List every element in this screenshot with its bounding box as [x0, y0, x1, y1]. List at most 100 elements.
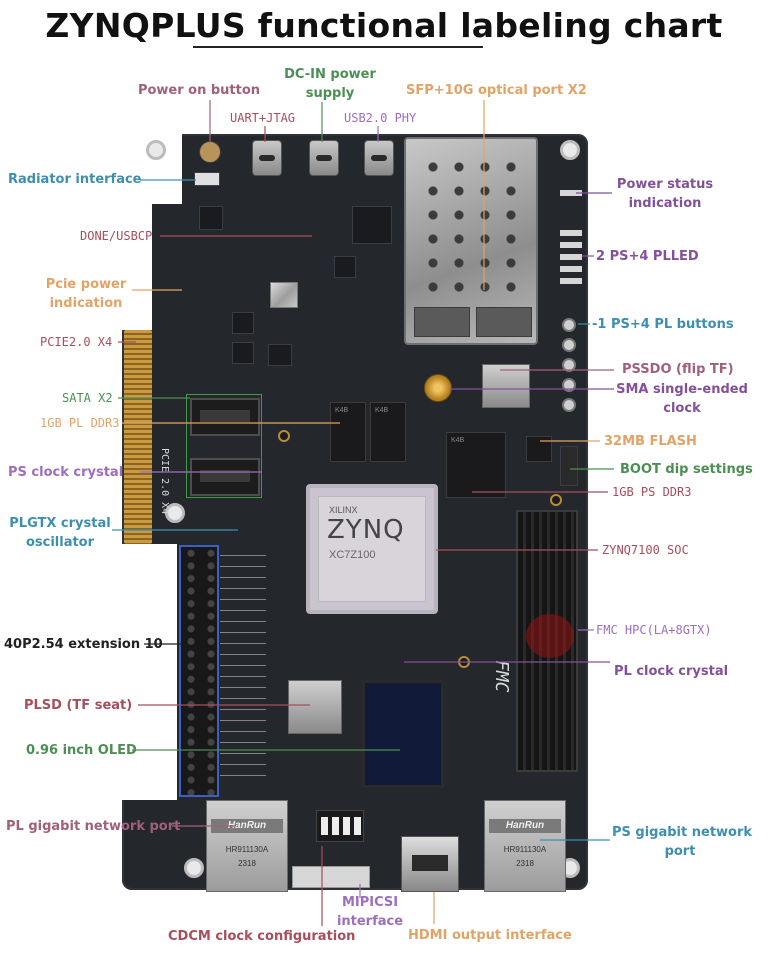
soc-brand: XILINX	[329, 505, 358, 515]
label-hdmi: HDMI output interface	[408, 928, 572, 943]
label-cdcm: CDCM clock configuration	[168, 929, 356, 944]
led	[560, 254, 582, 260]
label-pcie-x4: PCIE2.0 X4	[40, 335, 113, 349]
label-fmc-hpc: FMC HPC(LA+8GTX)	[596, 623, 712, 637]
uart-jtag-usbc-port	[252, 140, 282, 176]
led	[560, 278, 582, 284]
label-sfp: SFP+10G optical port X2	[406, 83, 587, 98]
rj45-part: HR911130A	[503, 845, 547, 854]
label-uart-jtag: UART+JTAG	[230, 111, 296, 125]
label-pl-clock: PL clock crystal	[614, 664, 729, 679]
board-notch-left-lower	[122, 544, 177, 800]
hdmi-port	[401, 836, 459, 892]
label-ps-ddr3: 1GB PS DDR3	[612, 485, 692, 499]
regulator	[199, 206, 223, 230]
oled-display	[362, 680, 444, 788]
regulator	[268, 344, 292, 366]
pcie-edge-connector	[124, 330, 152, 544]
sfp-cage	[404, 137, 538, 345]
label-pl-gigabit: PL gigabit network port	[6, 819, 181, 834]
cdcm-dip-switch	[316, 810, 364, 842]
pcie-silkscreen: PCIE 2.0 X4	[159, 448, 170, 515]
rj45-part: HR911130A	[225, 845, 269, 854]
ps-ddr-controller	[352, 206, 392, 244]
label-40p-extension: 40P2.54 extension 10	[4, 637, 163, 652]
label-zynq-soc: ZYNQ7100 SOC	[602, 543, 689, 557]
label-power-status-2: indication	[628, 196, 702, 211]
flash-chip	[526, 436, 552, 462]
button-strip	[562, 318, 578, 422]
pl-rj45-port: HanRun HR911130A 2318	[206, 800, 288, 892]
soc-part: XC7Z100	[329, 549, 376, 561]
label-plsd: PLSD (TF seat)	[24, 698, 133, 713]
zynq-soc-chip: XILINX ZYNQ XC7Z100	[306, 484, 438, 614]
sfp-port-2	[476, 307, 532, 337]
label-dc-in-1: DC-IN power	[284, 67, 376, 82]
label-mipicsi-1: MIPICSI	[341, 895, 399, 910]
push-button	[562, 398, 576, 412]
label-pcie-power-2: indication	[49, 296, 123, 311]
ps-ddr3-chip: K4B	[446, 432, 506, 498]
sfp-port-1	[414, 307, 470, 337]
label-ps-clock: PS clock crystal	[8, 465, 124, 480]
label-plgtx-1: PLGTX crystal	[9, 516, 111, 531]
mount-hole	[146, 140, 166, 160]
fmc-silkscreen: FMC	[491, 660, 512, 693]
fmc-highlight	[526, 614, 574, 658]
sata-port-2	[190, 458, 260, 496]
ps-tf-slot	[482, 364, 530, 408]
radiator-connector	[194, 172, 220, 186]
sata-highlight-frame	[186, 394, 262, 498]
label-ps-gigabit-1: PS gigabit network	[612, 825, 753, 840]
regulator	[232, 312, 254, 334]
label-done-usbcp: DONE/USBCP	[80, 229, 153, 243]
label-ps-gigabit-2: port	[664, 844, 696, 859]
sata-port-1	[190, 398, 260, 436]
push-button	[562, 378, 576, 392]
power-status-led	[560, 190, 582, 196]
gold-hole	[550, 494, 562, 506]
gold-hole	[278, 430, 290, 442]
power-button	[199, 141, 221, 163]
regulator	[232, 342, 254, 364]
label-usb2-phy: USB2.0 PHY	[344, 111, 417, 125]
mount-hole	[560, 140, 580, 160]
label-sma-2: clock	[663, 401, 701, 416]
label-sma-1: SMA single-ended	[616, 382, 748, 397]
label-radiator: Radiator interface	[8, 172, 142, 187]
push-button	[562, 338, 576, 352]
soc-name: ZYNQ	[327, 515, 405, 545]
gpio-silkscreen	[220, 555, 266, 785]
board-notch-left	[122, 204, 152, 330]
label-pssdo: PSSDO (flip TF)	[622, 362, 734, 377]
rj45-brand: HanRun	[211, 819, 283, 833]
gpio-header-40p	[179, 545, 219, 797]
regulator	[334, 256, 356, 278]
mount-hole	[184, 858, 204, 878]
led	[560, 230, 582, 236]
pl-ddr3-chip: K4B	[330, 402, 366, 462]
dc-in-usbc-port	[309, 140, 339, 176]
gold-hole	[458, 656, 470, 668]
mount-hole	[165, 503, 185, 523]
led	[560, 266, 582, 272]
label-oled: 0.96 inch OLED	[26, 743, 137, 758]
label-mipicsi-2: interface	[336, 914, 404, 929]
mipi-fpc-connector	[292, 866, 370, 888]
push-button	[562, 318, 576, 332]
pl-tf-slot	[288, 680, 342, 734]
label-flash: 32MB FLASH	[604, 434, 697, 449]
label-buttons: -1 PS+4 PL buttons	[592, 317, 734, 332]
usb2-phy-usbc-port	[364, 140, 394, 176]
rj45-code: 2318	[516, 859, 534, 868]
label-pl-ddr3: 1GB PL DDR3	[40, 416, 120, 430]
label-plgtx-2: oscillator	[25, 535, 95, 550]
title-underline	[193, 46, 483, 48]
label-pcie-power-1: Pcie power	[45, 277, 127, 292]
rj45-brand: HanRun	[489, 819, 561, 833]
label-dc-in-2: supply	[305, 86, 355, 101]
rj45-code: 2318	[238, 859, 256, 868]
ps-rj45-port: HanRun HR911130A 2318	[484, 800, 566, 892]
label-power-status-1: Power status	[616, 177, 714, 192]
label-power-on-button: Power on button	[137, 83, 261, 98]
